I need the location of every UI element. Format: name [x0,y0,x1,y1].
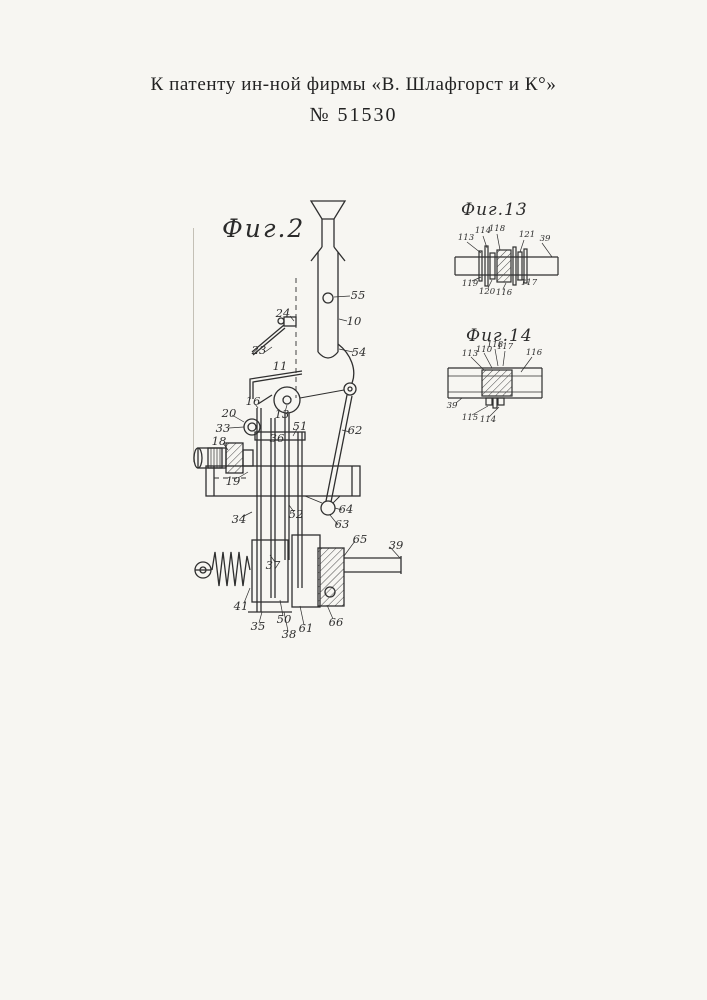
fig14-caption: Фиг.14 [466,326,533,346]
patent-header: К патенту ин-ной фирмы «В. Шлафгорст и К… [0,74,707,127]
fig13-art [454,233,559,290]
fig13-caption: Фиг.13 [461,200,528,220]
patent-title: К патенту ин-ной фирмы «В. Шлафгорст и К… [150,74,557,95]
fig2-art [193,200,402,632]
page-fold-artifact [193,228,194,462]
patent-number: № 51530 [309,104,398,126]
fig14-art [447,348,543,418]
fig2-caption: Фиг.2 [222,214,306,243]
